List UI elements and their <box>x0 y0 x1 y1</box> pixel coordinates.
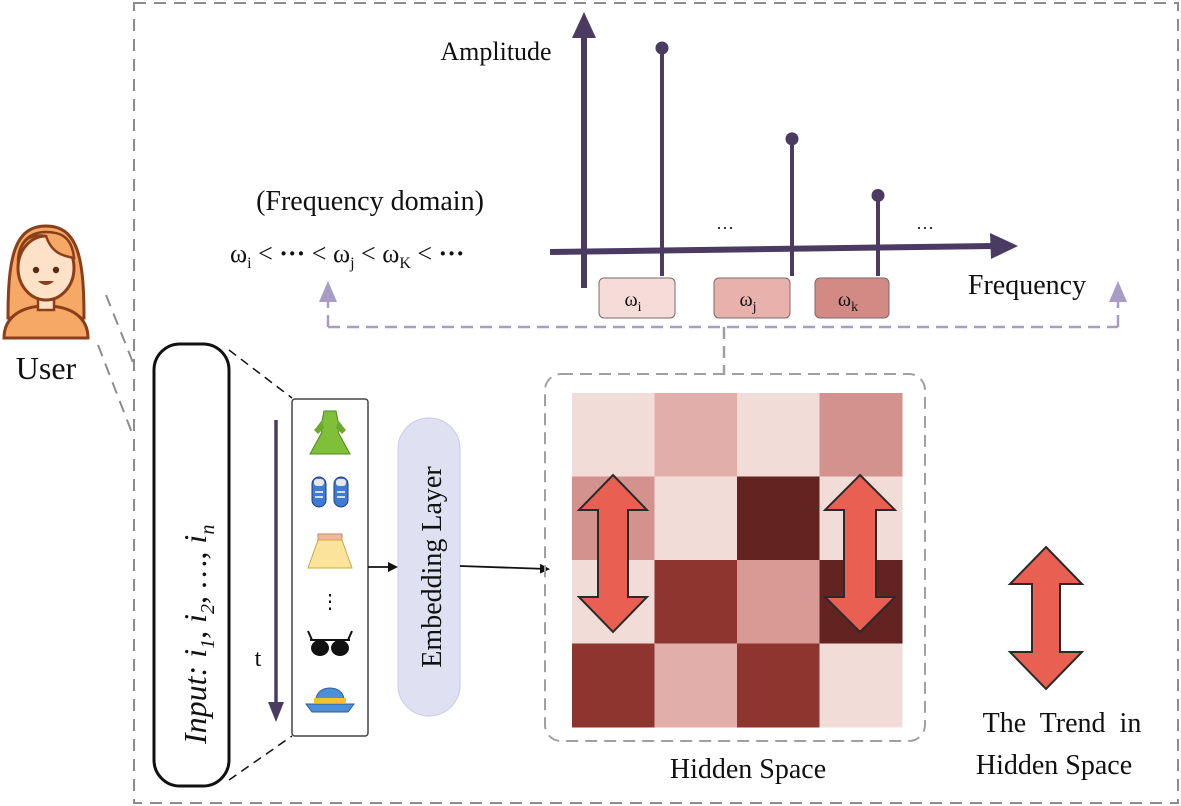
hidden-cell-r3-c3 <box>819 643 903 728</box>
ordering-less-than: < <box>305 239 333 268</box>
frequency-box-label-i: ωi <box>624 289 641 315</box>
frequency-ordering: ωi​ < ··· < ωj​ < ωK​ < ··· <box>230 239 465 272</box>
ordering-less-than: < <box>252 239 280 268</box>
outer-dashed-frame <box>133 2 1179 804</box>
hidden-cell-r2-c1 <box>654 560 738 644</box>
ordering-omega: ω <box>382 239 399 268</box>
input-separator: , <box>177 623 213 639</box>
feedback-arrowhead-left <box>319 281 337 302</box>
input-item-subscript: 2 <box>197 604 219 614</box>
input-item: … <box>177 560 213 588</box>
legend-trend-arrow <box>1007 545 1085 691</box>
ordering-subscript: K <box>399 255 411 272</box>
input-item: i <box>177 649 213 658</box>
user-connector-lines <box>97 294 135 439</box>
input-sequence-box <box>152 342 231 788</box>
input-separator: , <box>177 544 213 560</box>
bucket-hat-icon <box>305 687 355 713</box>
dress-icon <box>309 410 351 455</box>
amplitude-label: Amplitude <box>440 37 551 66</box>
ordering-less-than: < <box>355 239 383 268</box>
frequency-label: Frequency <box>968 270 1086 301</box>
hidden-cell-r3-c2 <box>737 643 820 728</box>
ordering-less-than: < <box>411 239 439 268</box>
skirt-icon <box>307 533 353 569</box>
frequency-box-k <box>814 277 890 319</box>
hidden-cell-r0-c1 <box>654 393 738 477</box>
feedback-dashed-lines <box>326 300 1120 375</box>
ordering-dots: ··· <box>439 239 465 268</box>
feedback-arrowhead-right <box>1109 281 1127 302</box>
user-label: User <box>16 350 77 386</box>
spectrum-stem-head-j <box>785 132 799 146</box>
hidden-space-label: Hidden Space <box>670 754 826 785</box>
input-item: i <box>177 535 213 544</box>
input-item: i <box>177 614 213 623</box>
hidden-cell-r1-c1 <box>654 476 738 561</box>
time-label: t <box>255 646 262 672</box>
trend-arrow-right <box>822 473 898 634</box>
frequency-box-label-k: ωk <box>838 289 858 315</box>
hidden-space-frame <box>544 373 926 742</box>
sequence-ellipsis: ⋮ <box>320 591 340 613</box>
ordering-subscript: j <box>349 255 354 272</box>
frequency-box-j <box>713 277 791 319</box>
input-item-subscript: n <box>197 525 219 535</box>
embedding-to-hidden-arrow <box>459 563 550 574</box>
legend-text-line2: Hidden Space <box>976 750 1132 781</box>
user-avatar-icon <box>2 224 90 340</box>
input-sequence-text: Input: i1​, i2​, …, in​ <box>177 525 219 745</box>
spectrum-stem-head-i <box>655 41 669 55</box>
frequency-component-boxes: ωi ωj ωk <box>598 277 890 319</box>
embedding-layer-box <box>397 417 461 717</box>
sunglasses-icon <box>307 630 353 656</box>
spectrum-stems <box>655 41 885 276</box>
input-prefix: Input: <box>177 658 213 745</box>
hidden-cell-r0-c0 <box>572 393 655 477</box>
frequency-box-i <box>598 277 676 319</box>
ordering-dots: ··· <box>279 239 305 268</box>
embedding-layer-label: Embedding Layer <box>417 466 448 668</box>
input-separator: , <box>177 588 213 604</box>
hidden-cell-r2-c2 <box>737 560 820 644</box>
embedding-layer-label-group: Embedding Layer <box>417 466 448 668</box>
hidden-cell-r1-c2 <box>737 476 820 561</box>
zoom-dashed-lines <box>228 349 293 781</box>
ordering-subscript: i <box>247 255 252 272</box>
hidden-cell-r0-c2 <box>737 393 820 477</box>
spectrum-ellipsis-mid: ··· <box>716 218 734 238</box>
trend-arrow-left <box>576 473 650 634</box>
legend-text-line1: The Trend in <box>983 708 1142 739</box>
amplitude-axis <box>572 12 596 288</box>
ordering-omega: ω <box>333 239 350 268</box>
time-arrowhead <box>268 702 284 722</box>
frequency-axis <box>549 233 1018 259</box>
input-item-subscript: 1 <box>197 639 219 649</box>
hidden-cell-r3-c1 <box>654 643 738 728</box>
hidden-cell-r0-c3 <box>819 393 903 477</box>
input-sequence-text-group: Input: i1​, i2​, …, in​ <box>177 525 219 745</box>
spectrum-ellipsis-end: ··· <box>916 218 934 238</box>
hidden-cell-r3-c0 <box>572 643 655 728</box>
frequency-box-label-j: ωj <box>739 289 756 315</box>
spectrum-stem-head-k <box>871 188 885 202</box>
sneakers-icon <box>311 476 349 508</box>
frequency-domain-title: (Frequency domain) <box>256 186 484 217</box>
ordering-omega: ω <box>230 239 247 268</box>
